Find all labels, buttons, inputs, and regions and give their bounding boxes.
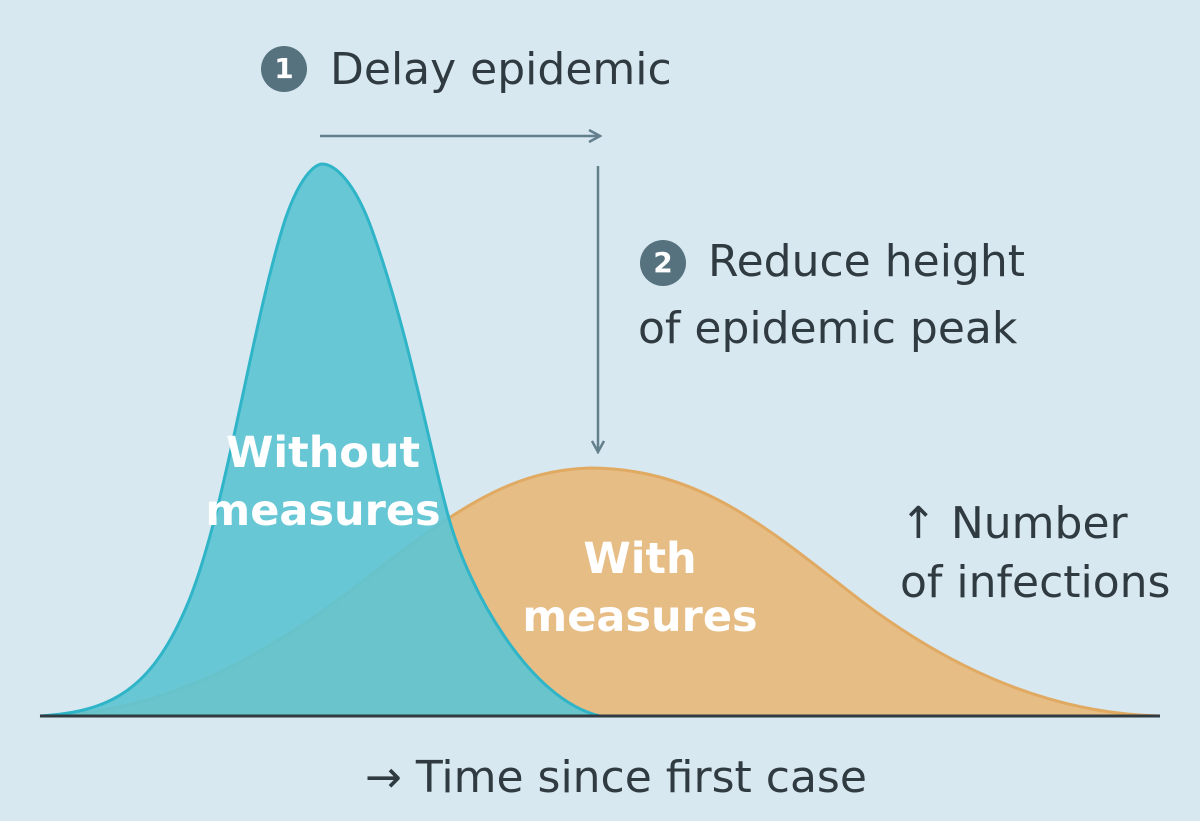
x-axis-label: → Time since first case xyxy=(365,752,867,803)
with-measures-line1: With xyxy=(583,534,697,584)
y-axis-label-line2: of infections xyxy=(900,557,1171,608)
without-measures-line2: measures xyxy=(205,486,441,537)
without-measures-line1: Without xyxy=(225,428,421,478)
without-measures-curve xyxy=(39,162,601,718)
with-measures-label: With measures xyxy=(515,530,765,646)
step-1-label: Delay epidemic xyxy=(330,44,672,95)
with-measures-line2: measures xyxy=(522,592,758,643)
step-1-badge: 1 xyxy=(261,46,307,92)
step-2-label-line2: of epidemic peak xyxy=(638,303,1018,354)
y-axis-label: ↑ Number xyxy=(900,498,1128,549)
step-2-badge: 2 xyxy=(640,240,686,286)
step-2-label: Reduce height xyxy=(708,236,1025,287)
without-measures-label: Without measures xyxy=(198,424,448,540)
